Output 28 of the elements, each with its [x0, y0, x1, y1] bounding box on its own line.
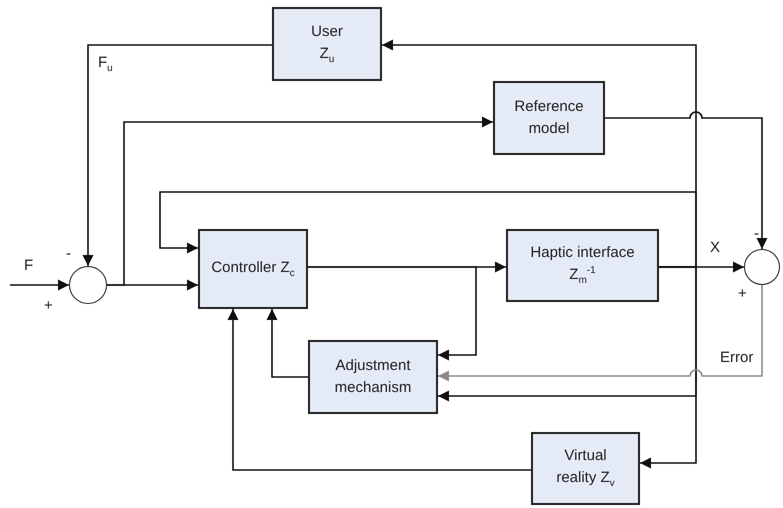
block-label: Adjustment mechanism	[334, 356, 412, 398]
sign-label: +	[738, 286, 747, 301]
process-block	[506, 229, 659, 302]
arrow	[308, 266, 477, 360]
process-block	[493, 81, 605, 155]
sign-label: +	[44, 298, 53, 313]
arrow	[107, 116, 493, 286]
arrow	[82, 44, 272, 266]
sign-label: -	[66, 246, 71, 261]
arrow	[10, 280, 69, 290]
process-block	[531, 432, 640, 505]
process-block	[198, 229, 308, 309]
process-block	[308, 340, 438, 414]
summing-junction	[69, 266, 107, 304]
summing-junction	[744, 249, 780, 285]
block-label: Reference model	[513, 97, 585, 139]
block-label: Controller Z$_{c}$	[211, 258, 295, 281]
block-label: Virtual reality Z$_{v}$	[555, 446, 616, 492]
arrow	[159, 191, 697, 268]
block-label: User Z$_{u}$	[310, 22, 344, 67]
arrow	[438, 285, 763, 382]
edge-label: F$_{u}$	[96, 55, 115, 74]
arrow	[228, 309, 531, 471]
arrow	[640, 266, 697, 468]
process-block	[272, 7, 382, 81]
arrow	[266, 309, 308, 378]
sign-label: -	[754, 226, 759, 241]
arrow	[605, 111, 768, 249]
